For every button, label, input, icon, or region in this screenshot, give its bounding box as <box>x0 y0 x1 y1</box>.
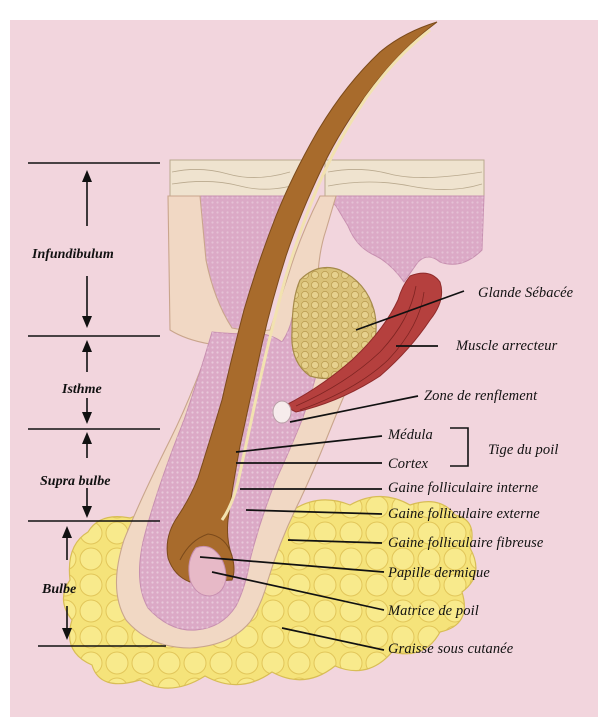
zone-infundibulum: Infundibulum <box>32 247 114 263</box>
label-glande-sebacee: Glande Sébacée <box>478 285 573 302</box>
zone-isthme: Isthme <box>62 382 102 398</box>
tige-brace <box>450 428 468 466</box>
label-papille-dermique: Papille dermique <box>388 565 490 582</box>
label-gaine-externe: Gaine folliculaire externe <box>388 506 540 523</box>
label-graisse-sous-cutanee: Graisse sous cutanée <box>388 641 513 658</box>
zone-bulbe: Bulbe <box>42 582 76 598</box>
label-cortex: Cortex <box>388 456 428 473</box>
label-matrice-de-poil: Matrice de poil <box>388 603 479 620</box>
label-gaine-interne: Gaine folliculaire interne <box>388 480 538 497</box>
zone-supra-bulbe: Supra bulbe <box>40 474 110 490</box>
label-medula: Médula <box>388 427 433 444</box>
label-gaine-fibreuse: Gaine folliculaire fibreuse <box>388 535 543 552</box>
bulge-zone <box>273 401 291 423</box>
label-muscle-arrecteur: Muscle arrecteur <box>456 338 557 355</box>
label-zone-renflement: Zone de renflement <box>424 388 537 405</box>
label-tige-du-poil: Tige du poil <box>488 442 559 459</box>
